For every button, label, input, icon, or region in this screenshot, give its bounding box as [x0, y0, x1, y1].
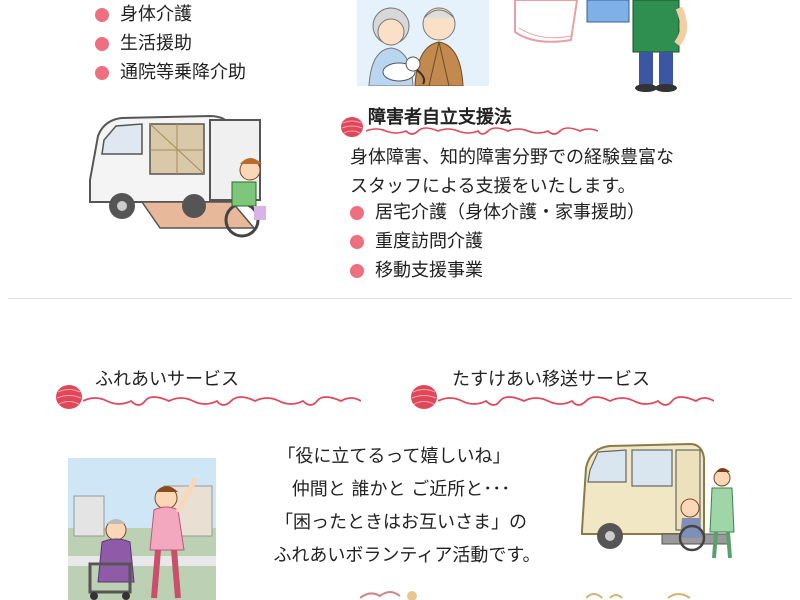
disability-section-heading: 障害者自立支援法: [340, 103, 600, 139]
bullet-icon: [350, 205, 364, 220]
bullet-icon: [95, 65, 109, 80]
walking-assistance-illustration: [68, 458, 216, 600]
yarn-line-decoration: [83, 396, 361, 406]
elderly-couple-illustration: [357, 0, 489, 86]
message-line: 仲間と 誰かと ご近所と･･･: [291, 479, 511, 500]
section-divider: [8, 298, 792, 299]
caregiver-illustration: [505, 0, 690, 95]
bullet-icon: [95, 7, 109, 22]
section-title: たすけあい移送サービス: [452, 369, 650, 390]
bullet-icon: [95, 36, 109, 51]
section-title: ふれあいサービス: [95, 369, 239, 390]
home-care-service-list: 身体介護 生活援助 通院等乗降介助: [95, 0, 246, 87]
message-line: ふれあいボランティア活動です。: [273, 545, 541, 566]
bullet-icon: [350, 234, 364, 249]
list-item: 身体介護: [95, 0, 246, 29]
transport-van-illustration: [578, 438, 740, 562]
wheelchair-van-illustration: [82, 110, 284, 240]
tasukeai-transport-heading: たすけあい移送サービス: [410, 365, 720, 413]
list-item: 移動支援事業: [350, 256, 645, 285]
message-line: 「役に立てるって嬉しいね」: [277, 446, 511, 467]
message-line: 「困ったときはお互いさま」の: [275, 512, 527, 533]
bottom-decoration-right: [586, 588, 696, 600]
description-line: スタッフによる支援をいたします。: [350, 176, 636, 197]
bullet-icon: [350, 263, 364, 278]
list-item: 居宅介護（身体介護・家事援助）: [350, 198, 645, 227]
disability-section-description: 身体障害、知的障害分野での経験豊富な スタッフによる支援をいたします。: [350, 143, 674, 201]
section-title: 障害者自立支援法: [368, 107, 512, 128]
fureai-service-heading: ふれあいサービス: [55, 365, 365, 413]
list-item: 生活援助: [95, 29, 246, 58]
list-item: 重度訪問介護: [350, 227, 645, 256]
yarn-ball-icon: [56, 385, 82, 409]
description-line: 身体障害、知的障害分野での経験豊富な: [350, 147, 674, 168]
bottom-decoration-left: [360, 588, 430, 600]
yarn-ball-icon: [341, 117, 363, 137]
yarn-line-decoration: [366, 127, 598, 135]
yarn-ball-icon: [411, 385, 437, 409]
disability-service-list: 居宅介護（身体介護・家事援助） 重度訪問介護 移動支援事業: [350, 198, 645, 285]
list-item: 通院等乗降介助: [95, 58, 246, 87]
volunteer-message: 「役に立てるって嬉しいね」 仲間と 誰かと ご近所と･･･ 「困ったときはお互い…: [236, 440, 566, 572]
yarn-line-decoration: [438, 396, 714, 406]
